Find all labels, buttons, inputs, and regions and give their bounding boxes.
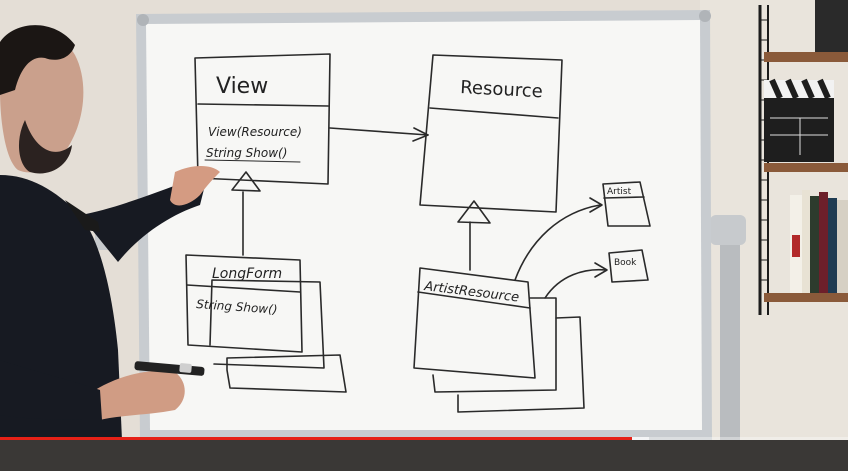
presenter [0, 25, 220, 440]
longform-method-label: String Show() [196, 297, 278, 317]
resource-class-box [419, 54, 563, 213]
longform-class-box [185, 254, 303, 353]
book-title: Book [614, 258, 637, 268]
bookshelf [758, 0, 848, 315]
longform-title: LongForm [212, 266, 282, 282]
view-class-box [194, 53, 331, 185]
inheritance-triangle-2 [457, 200, 491, 224]
view-method-label: String Show() [206, 146, 287, 160]
artist-class-box [602, 181, 651, 227]
video-progress-fill [0, 437, 632, 440]
video-progress-bar[interactable] [0, 437, 848, 440]
association-arrow [329, 127, 429, 136]
view-title: View [216, 74, 268, 99]
view-constructor-label: View(Resource) [208, 125, 302, 139]
book-class-box [608, 249, 649, 283]
inheritance-triangle [231, 171, 261, 192]
video-buffer-bar [631, 437, 649, 440]
artistresource-class-box [413, 267, 536, 379]
whiteboard [136, 10, 712, 440]
resource-title: Resource [460, 77, 544, 102]
artist-title: Artist [607, 187, 632, 197]
